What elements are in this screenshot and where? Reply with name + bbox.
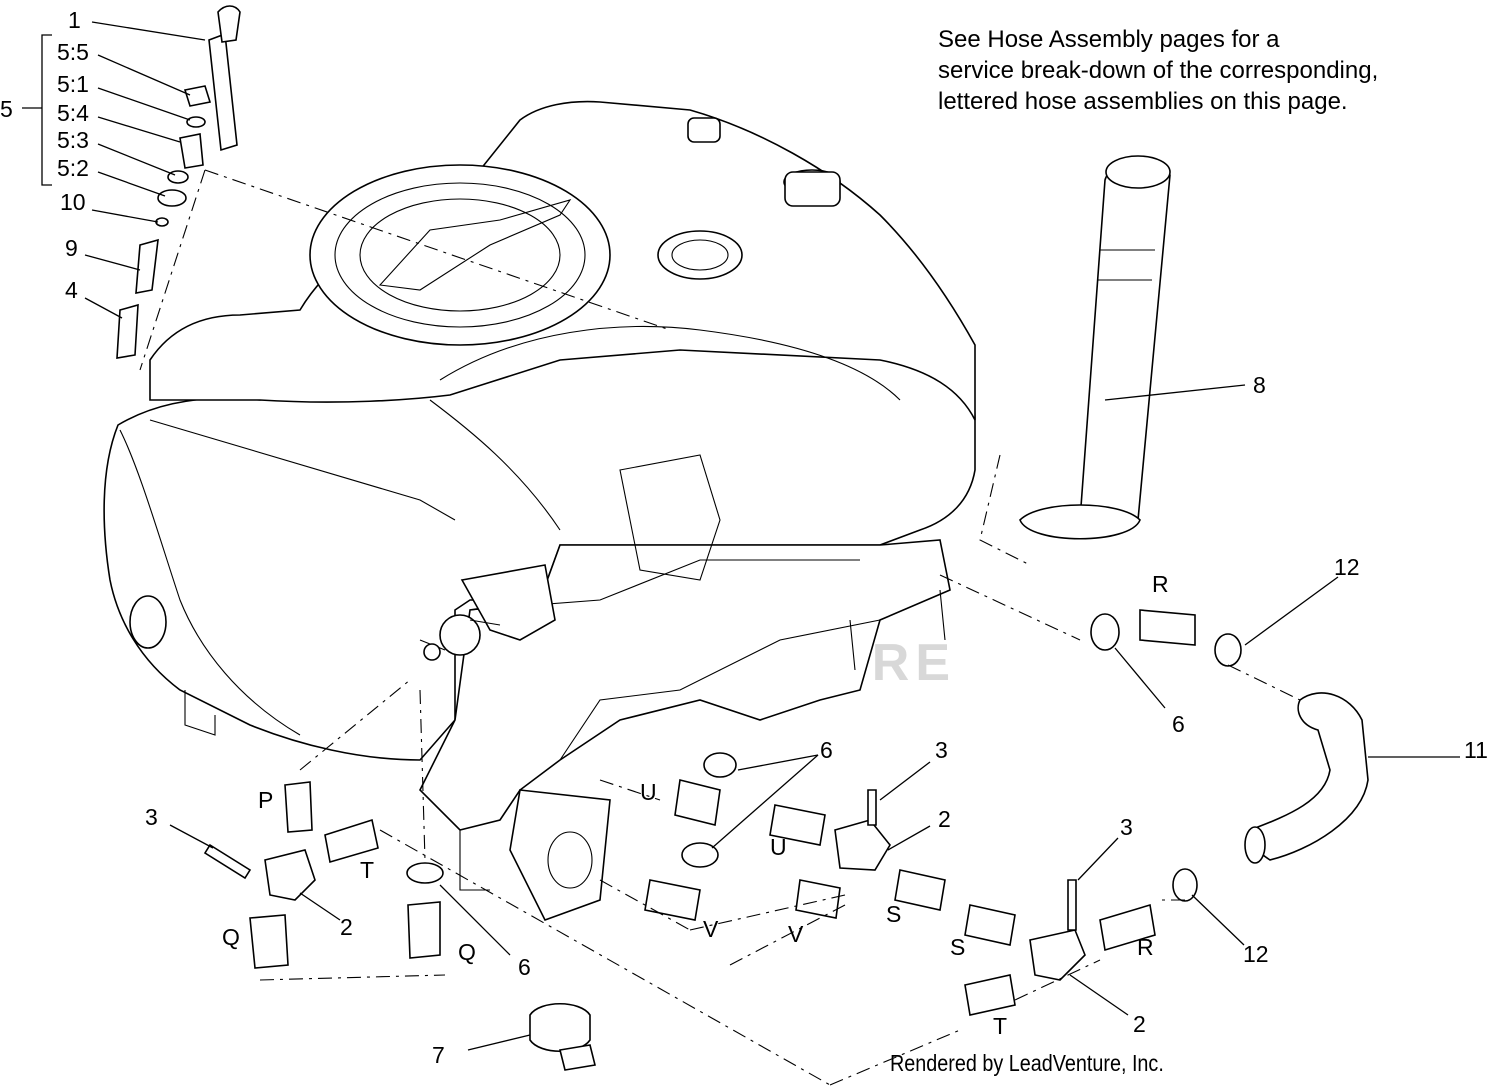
callout-3-right: 3 — [1120, 814, 1133, 840]
callout-5-3: 5:3 — [57, 127, 89, 153]
tank-frame — [419, 454, 951, 921]
fittings — [203, 609, 1242, 1071]
callout-V-left: V — [703, 916, 719, 942]
rendered-by-credit: Rendered by LeadVenture, Inc. — [890, 1050, 1164, 1076]
callout-P: P — [258, 787, 273, 813]
callout-8: 8 — [1253, 372, 1266, 398]
callout-2-right: 2 — [1133, 1011, 1146, 1037]
spray-tank — [103, 100, 976, 761]
hose-11 — [1244, 692, 1369, 864]
leader-lines — [84, 21, 1460, 1051]
callout-R-top: R — [1152, 571, 1169, 597]
callout-3-middle: 3 — [935, 737, 948, 763]
callout-4: 4 — [65, 277, 78, 303]
callout-U-left: U — [640, 779, 657, 805]
callout-2-middle: 2 — [938, 806, 951, 832]
callout-9: 9 — [65, 235, 78, 261]
note-line-3: lettered hose assemblies on this page. — [938, 88, 1348, 115]
callout-T-left: T — [360, 857, 374, 883]
callout-12-top: 12 — [1334, 554, 1360, 580]
callout-Q-right: Q — [458, 939, 476, 965]
callout-5-4: 5:4 — [57, 100, 89, 126]
callout-5-1: 5:1 — [57, 71, 89, 97]
callout-U-right: U — [770, 834, 787, 860]
note-line-2: service break-down of the corresponding, — [938, 57, 1379, 84]
callout-R-bottom: R — [1137, 934, 1154, 960]
callout-V-right: V — [788, 921, 804, 947]
callout-S-right: S — [950, 934, 965, 960]
callout-6-left: 6 — [518, 954, 531, 980]
callout-5: 5 — [0, 96, 13, 122]
fill-tube — [1019, 155, 1171, 540]
hose-assembly-note: See Hose Assembly pages for a service br… — [938, 24, 1478, 117]
valve-parts-stack — [116, 5, 241, 359]
callout-labels: 1 5 5:5 5:1 5:4 5:3 5:2 10 9 4 8 12 R 6 … — [0, 7, 1488, 1068]
assembly-centerlines — [139, 169, 1301, 1086]
callout-6-middle: 6 — [820, 737, 833, 763]
callout-5-5: 5:5 — [57, 39, 89, 65]
callout-6-right: 6 — [1172, 711, 1185, 737]
callout-1: 1 — [68, 7, 81, 33]
callout-11: 11 — [1464, 737, 1488, 763]
callout-S-middle: S — [886, 901, 901, 927]
note-line-1: See Hose Assembly pages for a — [938, 26, 1280, 53]
callout-2-left: 2 — [340, 914, 353, 940]
callout-Q-left: Q — [222, 924, 240, 950]
callout-12-bottom: 12 — [1243, 941, 1269, 967]
callout-7: 7 — [432, 1042, 445, 1068]
callout-3-left: 3 — [145, 804, 158, 830]
callout-5-2: 5:2 — [57, 155, 89, 181]
callout-10: 10 — [60, 189, 86, 215]
callout-5-bracket — [22, 34, 52, 186]
callout-T-bottom: T — [993, 1013, 1007, 1039]
